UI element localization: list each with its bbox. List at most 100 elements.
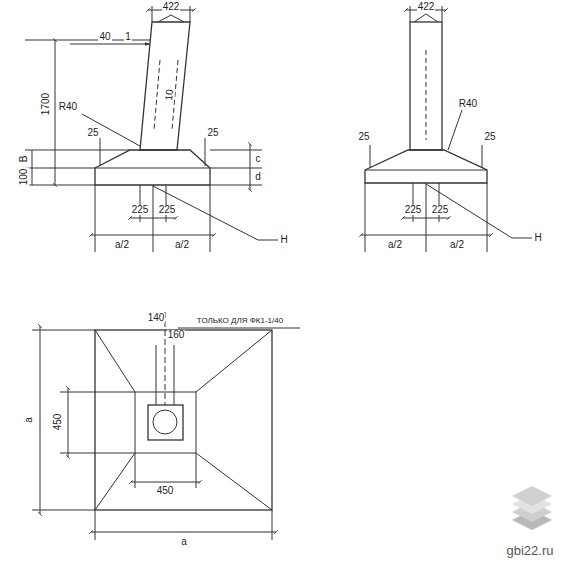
- dimension-label: 450: [53, 413, 63, 432]
- drawing-stroke: [196, 453, 197, 488]
- dimension-label: a: [24, 416, 34, 424]
- drawing-stroke: [100, 138, 101, 166]
- dimension-label: B: [19, 155, 29, 164]
- leader-label: 40: [98, 32, 111, 42]
- dimension-label: 422: [417, 2, 436, 12]
- drawing-stroke: [403, 218, 449, 219]
- drawing-stroke: [410, 22, 442, 150]
- drawing-stroke: [32, 330, 95, 331]
- drawing-stroke: [131, 482, 200, 483]
- drawing-stroke: [60, 392, 135, 393]
- drawing-stroke: [448, 110, 462, 150]
- drawing-stroke: [196, 330, 272, 392]
- watermark-logo: [512, 486, 552, 530]
- drawing-stroke: [205, 138, 206, 166]
- drawing-stroke: [487, 183, 488, 252]
- dimension-label: 25: [483, 132, 496, 142]
- left-elevation: [25, 6, 278, 252]
- dimension-label: 25: [86, 128, 99, 138]
- drawing-stroke: [95, 330, 272, 510]
- drawing-stroke: [95, 510, 96, 540]
- drawing-stroke: [250, 144, 251, 190]
- drawing-stroke: [361, 235, 491, 236]
- drawing-stroke: [130, 218, 176, 219]
- drawing-stroke: [174, 345, 175, 405]
- dimension-label: H: [279, 235, 288, 245]
- dimension-label: 225: [431, 205, 450, 215]
- drawing-stroke: [210, 185, 211, 252]
- drawing-stroke: [95, 330, 135, 392]
- drawing-stroke: [148, 405, 183, 440]
- dimension-label: 140: [147, 313, 166, 323]
- dimension-label: 225: [131, 205, 150, 215]
- dimension-label: a/2: [114, 240, 130, 250]
- dimension-label: 225: [158, 205, 177, 215]
- drawing-stroke: [25, 168, 95, 169]
- drawing-stroke: [482, 145, 483, 168]
- drawing-stroke: [426, 184, 532, 238]
- drawing-stroke: [95, 453, 135, 510]
- drawing-stroke: [152, 6, 153, 22]
- drawing-stroke: [272, 510, 273, 540]
- drawing-stroke: [32, 510, 95, 511]
- drawing-stroke: [153, 186, 278, 240]
- drawing-stroke: [210, 150, 262, 151]
- drawing-stroke: [365, 170, 487, 171]
- dimension-label: R40: [58, 102, 78, 112]
- drawing-stroke: [365, 183, 366, 252]
- dimension-label: d: [254, 172, 262, 182]
- dimension-label: 422: [162, 2, 181, 12]
- drawing-stroke: [60, 453, 135, 454]
- drawing-stroke: [370, 145, 371, 168]
- drawing-stroke: [25, 150, 130, 151]
- dimension-label: 25: [357, 132, 370, 142]
- drawing-stroke: [135, 392, 196, 453]
- drawing-stroke: [210, 185, 262, 186]
- drawing-stroke: [95, 185, 96, 252]
- dimension-label: R40: [458, 99, 478, 109]
- drawing-stroke: [95, 150, 210, 185]
- drawing-stroke: [95, 168, 210, 169]
- drawing-stroke: [210, 168, 262, 169]
- drawing-stroke: [178, 328, 300, 329]
- right-elevation: [361, 6, 532, 252]
- dimension-label: 1700: [41, 92, 51, 116]
- drawing-stroke: [154, 60, 160, 130]
- drawing-stroke: [156, 345, 157, 405]
- drawing-stroke: [190, 6, 191, 22]
- watermark: gbi22.ru: [506, 544, 555, 557]
- drawing-stroke: [25, 185, 95, 186]
- dimension-label: 25: [206, 128, 219, 138]
- dimension-label: c: [255, 154, 262, 164]
- drawing-stroke: [40, 326, 41, 514]
- drawing-stroke: [68, 388, 69, 457]
- drawing-stroke: [158, 15, 184, 22]
- drawing-stroke: [140, 185, 141, 222]
- drawing-stroke: [70, 44, 150, 45]
- drawing-stroke: [32, 150, 33, 185]
- note-text: ТОЛЬКО ДЛЯ ФК1-1/40: [196, 317, 284, 325]
- drawing-stroke: [82, 114, 140, 146]
- drawing-stroke: [410, 6, 411, 22]
- plan-view: [32, 312, 300, 540]
- drawing-stroke: [196, 453, 272, 510]
- dimension-label: 225: [404, 205, 423, 215]
- drawing-stroke: [442, 6, 443, 22]
- drawing-stroke: [140, 22, 190, 150]
- dimension-label: a: [180, 537, 188, 547]
- drawing-stroke: [166, 185, 167, 222]
- dimension-label: 160: [167, 330, 186, 340]
- dimension-label: 100: [19, 168, 29, 187]
- dimension-label: a/2: [174, 240, 190, 250]
- drawing-stroke: [414, 14, 438, 22]
- dimension-label: a/2: [449, 240, 465, 250]
- callout-number: 1: [124, 32, 132, 42]
- drawing-stroke: [439, 183, 440, 222]
- drawing-stroke: [55, 40, 56, 185]
- dimension-label: a/2: [387, 240, 403, 250]
- drawing-stroke: [413, 183, 414, 222]
- drawing-stroke: [135, 453, 136, 488]
- dimension-label: 10: [164, 88, 175, 102]
